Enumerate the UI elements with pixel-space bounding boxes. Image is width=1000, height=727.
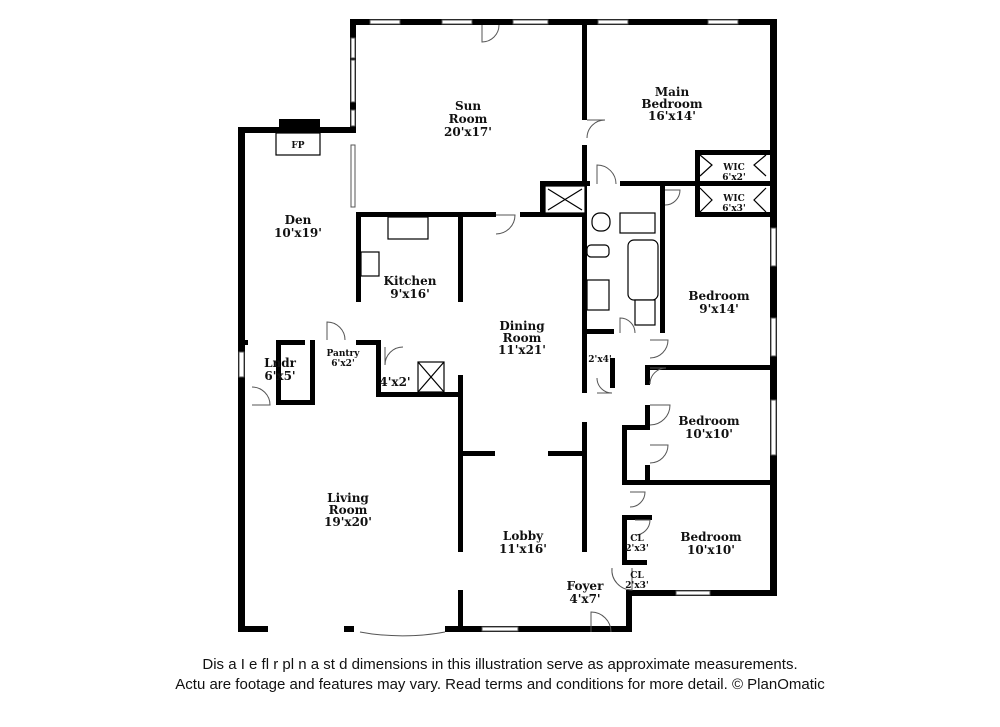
windows: [238, 19, 777, 632]
bedroom-2-size: 10'x10': [685, 427, 733, 441]
bedroom-2-name: Bedroom: [678, 414, 739, 428]
sink: [619, 212, 656, 234]
wic-2-name: WIC: [722, 194, 744, 204]
closet-b-size: 2'x3': [625, 581, 648, 591]
kitchen-size: 9'x16': [390, 287, 430, 301]
closet-a-size: 2'x3': [625, 544, 648, 554]
toilet-3: [634, 299, 656, 326]
bedroom-3-size: 10'x10': [687, 543, 735, 557]
living-room-name-2: Room: [329, 503, 368, 517]
lobby-name: Lobby: [503, 529, 544, 543]
pantry-size: 6'x2': [331, 359, 354, 369]
main-bedroom-name-1: Main: [655, 85, 690, 99]
kitchen-sink: [387, 216, 429, 240]
living-room-size: 19'x20': [324, 515, 372, 529]
wic-bifold-doors: [699, 154, 767, 177]
main-bedroom-name-2: Bedroom: [641, 97, 702, 111]
interior-walls: [238, 25, 770, 630]
lobby-size: 11'x16': [499, 542, 547, 556]
kitchen-name: Kitchen: [384, 274, 437, 288]
sun-room-name-2: Room: [449, 112, 488, 126]
closet-a-name: CL: [630, 534, 644, 544]
disclaimer-line-2: Actu are footage and features may vary. …: [175, 676, 825, 693]
dining-room-name-1: Dining: [499, 319, 545, 333]
pantry-name: Pantry: [326, 349, 360, 359]
fireplace-label: FP: [291, 141, 304, 151]
dining-room-size: 11'x21': [498, 343, 546, 357]
bathtub: [627, 239, 659, 301]
den-size: 10'x19': [274, 226, 322, 240]
bedroom-3-name: Bedroom: [680, 530, 741, 544]
bedroom-1-size: 9'x14': [699, 302, 739, 316]
toilet-2: [586, 244, 610, 258]
stove: [360, 251, 380, 277]
closet-b-name: CL: [630, 571, 644, 581]
living-room-name-1: Living: [327, 491, 369, 505]
wic-1-name: WIC: [722, 163, 744, 173]
doors: [251, 24, 681, 637]
closet-hall-size: 2'x4': [588, 355, 611, 365]
sun-room-size: 20'x17': [444, 125, 492, 139]
laundry-name: Lndr: [264, 356, 297, 370]
sun-room-name-1: Sun: [455, 99, 481, 113]
den-name: Den: [285, 213, 312, 227]
toilet: [591, 212, 611, 232]
closet-4x2-size: 4'x2': [379, 375, 410, 389]
fireplace: [275, 132, 321, 156]
main-bedroom-size: 16'x14': [648, 109, 696, 123]
foyer-name: Foyer: [567, 579, 604, 593]
laundry-size: 6'x5': [264, 369, 295, 383]
foyer-size: 4'x7': [569, 592, 600, 606]
bedroom-1-name: Bedroom: [688, 289, 749, 303]
disclaimer-line-1: Dis a I e fl r pl n a st d dimensions in…: [202, 656, 798, 673]
dining-room-name-2: Room: [503, 331, 542, 345]
room-labels: Sun Room 20'x17' Main Bedroom 16'x14' WI…: [264, 85, 750, 606]
fixtures: [275, 132, 767, 393]
vanity: [586, 279, 610, 311]
wic-2-size: 6'x3': [722, 204, 745, 214]
wic-1-size: 6'x2': [722, 173, 745, 183]
